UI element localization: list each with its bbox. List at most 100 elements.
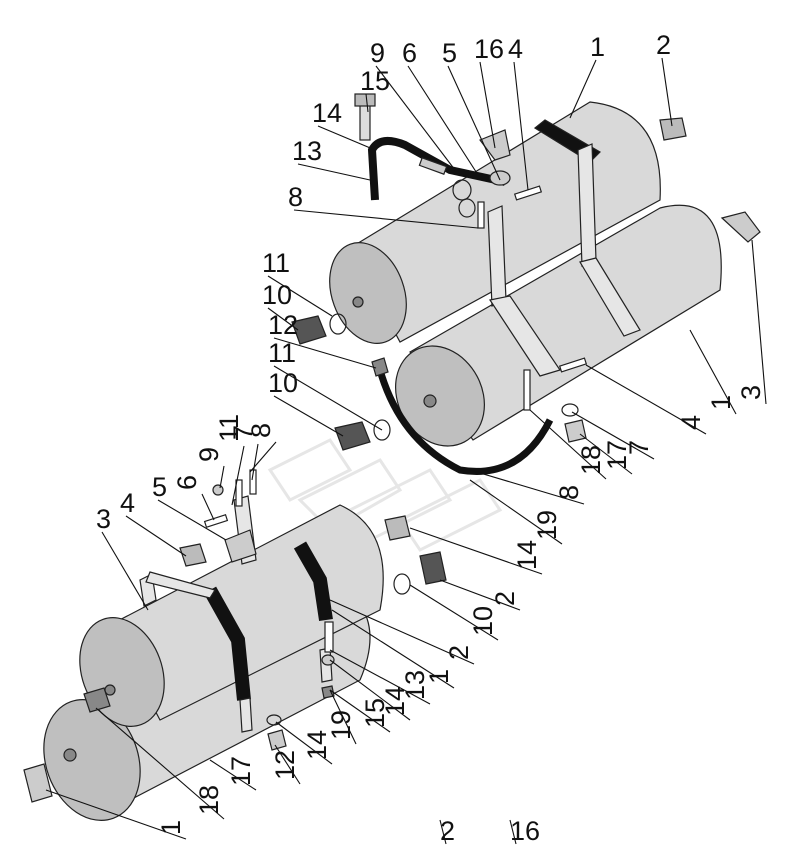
bolt-icon [235,479,243,507]
leader-line [469,479,563,545]
callout-strap: 6 [402,38,417,68]
leader-line [329,689,357,745]
callout-bracket: 13 [292,136,322,166]
leader-line [297,163,371,181]
leader-line [329,689,391,733]
strap-icon [376,369,554,475]
cotter-pin-icon [523,369,531,411]
lower-assembly [23,469,447,821]
bolt-icon [558,357,588,373]
bolt-icon [203,513,229,529]
callout-bracket: 19 [532,510,562,540]
callout-strap: 14 [512,540,542,570]
leader-line [274,744,301,785]
leader-line [751,239,767,405]
leader-line [157,499,227,541]
o-ring-icon [452,179,472,201]
drain-plug-icon [659,117,687,141]
callout-bracket: 13 [400,670,430,700]
callout-gasket: 17 [602,440,632,470]
callout-o-ring: 11 [268,338,296,368]
callout-drain-valve: 10 [468,606,498,636]
bolt-icon [324,621,334,653]
leader-line [407,65,481,179]
callout-cotter-pin: 8 [554,485,584,500]
leader-line [447,65,501,181]
callout-plug: 18 [576,445,606,475]
callout-bolt: 15 [360,698,390,728]
callout-strap: 14 [302,730,332,760]
bracket-icon [239,697,253,733]
o-ring-icon [458,198,476,218]
plug-icon [267,729,287,751]
leader-line [251,443,259,481]
gasket-icon [266,714,282,726]
callout-strap: 6 [172,475,202,490]
callout-strap-pad: 9 [370,38,385,68]
bolt-icon [513,185,543,201]
leader-line [329,649,431,705]
nut-icon [321,685,335,699]
leader-line [661,57,673,127]
leader-line [439,819,447,845]
o-ring-icon [329,313,347,335]
drain-plug-icon [384,515,411,541]
leader-line [439,579,521,611]
callout-air-tank: 1 [590,32,605,62]
callout-nut: 12 [270,750,300,780]
leader-line [125,515,187,557]
callout-air-tank: 1 [424,669,454,684]
callout-o-ring: 11 [214,414,244,442]
callout-washer: 5 [152,472,167,502]
callout-gasket: 7 [228,425,258,440]
plug-icon [564,419,587,443]
callout-drain-valve: 10 [268,368,298,398]
leader-line [95,707,225,820]
bolt-icon [418,157,448,175]
callout-drain-plug: 2 [440,816,455,846]
callout-drain-valve: 10 [262,280,292,310]
drain-valve-icon [291,315,327,345]
o-ring-icon [373,419,391,441]
leader-line [101,531,149,611]
callout-strap-pad: 9 [194,447,224,462]
elbow-fitting-icon [23,763,53,803]
callout-elbow-fitting: 16 [474,34,504,64]
washer-icon [212,484,224,496]
bracket-icon [579,257,641,337]
upper-assembly [291,93,761,475]
leader-line [317,125,376,151]
drain-plug-icon [83,687,111,713]
leader-line [569,59,597,119]
elbow-fitting-icon [224,529,257,563]
callout-cotter-pin: 8 [246,423,276,438]
bolt-icon [354,93,376,107]
callout-elbow-fitting: 16 [510,816,540,846]
leader-line [571,411,655,460]
bracket-icon [145,571,216,599]
leader-line [469,469,585,505]
leader-line [329,659,411,721]
leader-line [273,337,377,369]
leader-line [273,395,344,437]
leader-line [479,61,496,149]
leader-line [585,364,707,435]
callout-drain-plug: 2 [490,591,520,606]
leader-line [513,61,529,191]
leader-line [293,209,479,229]
gasket-icon [561,403,579,417]
drain-valve-icon [419,551,447,585]
leader-line [275,721,333,765]
drain-plug-icon [179,543,207,567]
washer-icon [321,654,335,666]
leader-line [689,329,737,415]
callout-strap: 14 [380,686,410,716]
drain-valve-icon [334,421,371,451]
leader-lines [45,57,767,845]
callout-bolt: 4 [508,34,523,64]
strap-icon [293,541,333,622]
o-ring-icon [393,573,411,595]
callout-bracket: 19 [326,710,356,740]
callout-o-ring: 11 [262,248,290,278]
